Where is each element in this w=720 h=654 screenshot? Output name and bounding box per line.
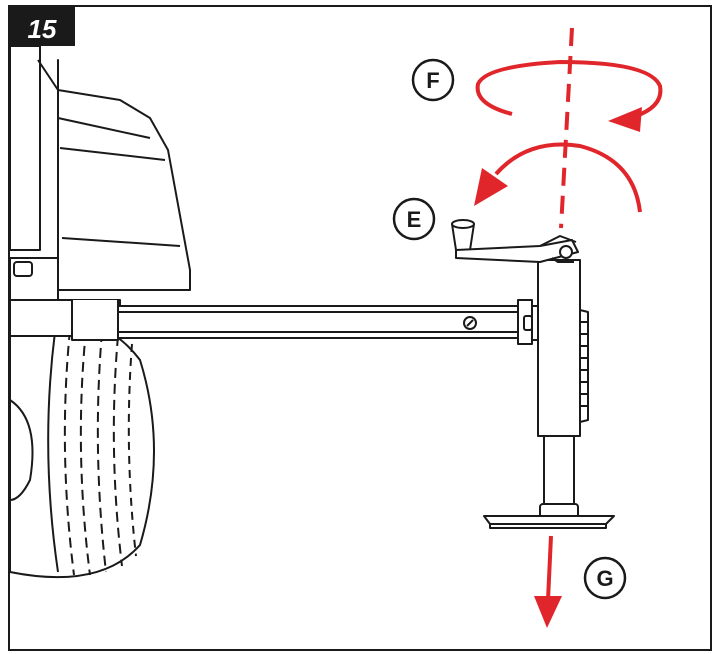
callout-f-label: F (426, 68, 439, 93)
callout-g-label: G (596, 566, 613, 591)
rotation-arrow-icon (475, 59, 663, 132)
callout-g: G (583, 556, 627, 600)
callout-f: F (411, 58, 455, 102)
crank-rotation-arrow-icon (474, 142, 642, 213)
tire (9, 319, 155, 579)
step-number: 15 (28, 14, 57, 44)
trailer-body (9, 45, 191, 301)
callout-e-label: E (407, 207, 422, 232)
crank-handle (451, 219, 579, 263)
callout-e: E (392, 197, 436, 241)
down-arrow-icon (534, 535, 562, 628)
step-badge: 15 (9, 6, 75, 46)
jack-arm (9, 299, 533, 345)
rotation-axis (559, 27, 574, 229)
jack-post (483, 259, 615, 529)
